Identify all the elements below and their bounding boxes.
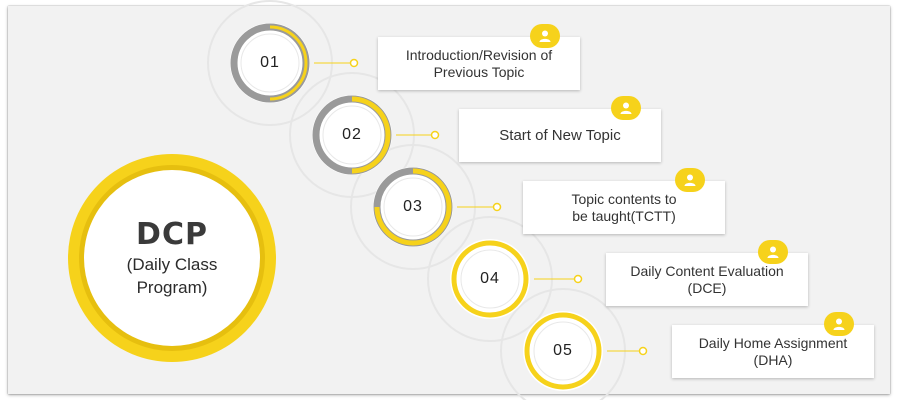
step-number-2: 02 <box>342 126 362 143</box>
step-label-3-line-1: Topic contents to <box>571 190 677 207</box>
step-ring-4 <box>450 239 583 319</box>
step-label-3-line-2: be taught(TCTT) <box>572 207 676 224</box>
step-number-4: 04 <box>480 270 500 287</box>
person-icon <box>675 168 705 192</box>
step-label-4-line-2: (DCE) <box>687 279 727 296</box>
step-number-5: 05 <box>553 342 573 359</box>
person-icon <box>758 240 788 264</box>
step-label-1-line-2: Previous Topic <box>433 63 525 80</box>
step-label-4-line-1: Daily Content Evaluation <box>630 262 784 279</box>
step-ring-5 <box>523 311 648 391</box>
step-label-5-line-2: (DHA) <box>753 351 793 368</box>
step-ring-1 <box>230 23 359 103</box>
title-ring-inner <box>84 170 260 346</box>
title-main: DCP <box>136 217 208 252</box>
title-subtitle-line-2: Program) <box>136 278 208 297</box>
step-number-1: 01 <box>260 54 280 71</box>
title-subtitle-line-1: (Daily Class <box>126 255 218 274</box>
person-icon <box>824 312 854 336</box>
step-ring-2 <box>312 95 440 175</box>
person-icon <box>611 96 641 120</box>
step-label-1-line-1: Introduction/Revision of <box>405 46 553 63</box>
step-card-3: Topic contents to be taught(TCTT) <box>523 181 725 234</box>
person-icon <box>530 24 560 48</box>
title-block: DCP (Daily Class Program) <box>62 183 282 333</box>
step-number-3: 03 <box>403 198 423 215</box>
step-label-2-line-1: Start of New Topic <box>499 127 621 144</box>
step-label-5-line-1: Daily Home Assignment <box>698 334 848 351</box>
step-ring-3 <box>373 167 502 247</box>
step-card-2: Start of New Topic <box>459 109 661 162</box>
